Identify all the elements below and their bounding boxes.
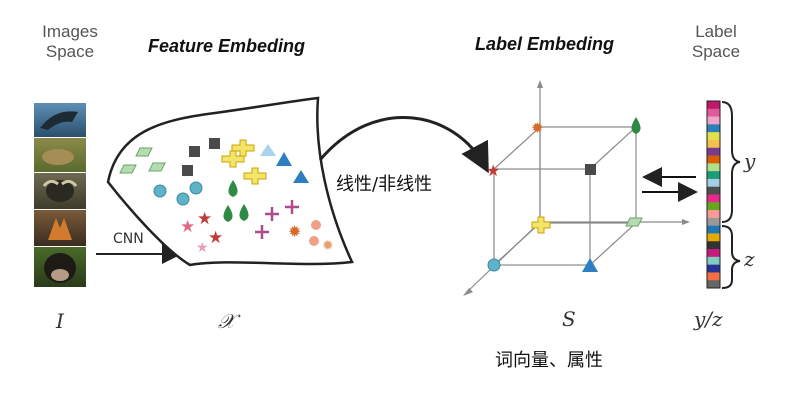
label-bar-cell <box>707 171 720 180</box>
mapping-label: 线性/非线性 <box>336 174 432 195</box>
circle-icon <box>176 192 190 206</box>
label-bar-cell <box>707 178 720 188</box>
sun-icon: ✹ <box>531 119 544 137</box>
brace-z <box>721 225 741 289</box>
images-space-title-line1: Images <box>42 22 98 41</box>
square-icon <box>189 146 200 157</box>
brace-y-label: y <box>743 149 756 173</box>
parallelogram-icon <box>625 217 643 227</box>
label-bar-cell <box>707 280 720 289</box>
cat-icon <box>42 149 74 165</box>
triangle-icon <box>276 152 292 166</box>
fox-icon <box>48 218 72 240</box>
label-bar-cell <box>707 194 720 203</box>
parallelogram-icon <box>135 147 153 157</box>
label-space-title-line1: Label <box>695 22 737 41</box>
label-bar-cell <box>707 116 720 125</box>
parallelogram-icon <box>119 164 137 174</box>
star-icon: ★ <box>180 217 195 237</box>
square-icon <box>585 164 596 175</box>
symbol-s: S <box>562 307 576 331</box>
cross-blob-icon <box>221 139 267 185</box>
star-icon: ★ <box>197 209 212 229</box>
label-bar-cell <box>707 186 720 195</box>
label-bar-cell <box>707 163 720 172</box>
label-bar-cell <box>707 155 720 164</box>
label-bar-cell <box>707 139 720 149</box>
square-icon <box>209 138 220 149</box>
image-strip <box>34 103 86 287</box>
drop-icon <box>239 204 249 221</box>
star-icon: ★ <box>208 228 223 248</box>
label-bar-cell <box>707 202 720 211</box>
square-icon <box>182 165 193 176</box>
images-space-title-line2: Space <box>46 42 94 61</box>
label-bar-cell <box>707 101 720 110</box>
label-bar-cell <box>707 264 720 273</box>
parallelogram-icon <box>148 162 166 172</box>
label-bar-cell <box>707 147 720 156</box>
mapping-arrow <box>318 116 489 174</box>
cross-blob-icon <box>531 216 551 234</box>
feature-manifold <box>106 96 354 267</box>
word-vector-attribute-label: 词向量、属性 <box>495 350 603 371</box>
circle-icon <box>311 220 321 230</box>
label-points: ★ ✹ <box>486 117 643 272</box>
brace-y <box>721 101 741 223</box>
label-bar-cell <box>707 225 720 234</box>
label-bar-cell <box>707 249 720 258</box>
label-bar-cell <box>707 256 720 265</box>
brace-z-label: z <box>743 247 755 271</box>
label-cube <box>463 80 690 296</box>
label-bar-cell <box>707 108 720 117</box>
star-icon: ★ <box>196 240 209 256</box>
whale-icon <box>40 111 78 130</box>
sun-icon: ✹ <box>322 238 334 254</box>
symbol-i: I <box>55 309 65 333</box>
circle-icon <box>189 181 203 195</box>
triangle-icon <box>293 170 309 183</box>
symbol-yz: y/z <box>693 307 723 331</box>
symbol-x: 𝒳 <box>218 309 241 333</box>
star-icon: ★ <box>486 161 500 180</box>
drop-icon <box>223 205 233 222</box>
label-embedding-title: Label Embeding <box>475 34 614 54</box>
drop-icon <box>631 117 641 134</box>
cnn-label: CNN <box>113 231 144 247</box>
feature-points: ★ ★ ★ ★ ✹ ✹ <box>119 138 334 256</box>
plus-icon <box>255 200 299 239</box>
circle-icon <box>487 258 501 272</box>
label-bar-cell <box>707 272 720 281</box>
buffalo-icon <box>46 180 74 202</box>
triangle-icon <box>582 258 598 272</box>
sun-icon: ✹ <box>288 222 301 241</box>
label-bar-cell <box>707 210 720 219</box>
triangle-icon <box>260 144 276 156</box>
label-bar-cell <box>707 132 720 141</box>
label-bar-border <box>706 100 721 289</box>
circle-icon <box>309 236 319 246</box>
drop-icon <box>228 180 238 197</box>
label-vector-bar <box>707 101 720 289</box>
label-bar-cell <box>707 241 720 250</box>
label-bar-cell <box>707 233 720 242</box>
label-bar-cell <box>707 124 720 133</box>
label-space-title-line2: Space <box>692 42 740 61</box>
circle-icon <box>153 184 167 198</box>
feature-embedding-title: Feature Embeding <box>148 36 305 56</box>
label-bar-cell <box>707 217 720 226</box>
